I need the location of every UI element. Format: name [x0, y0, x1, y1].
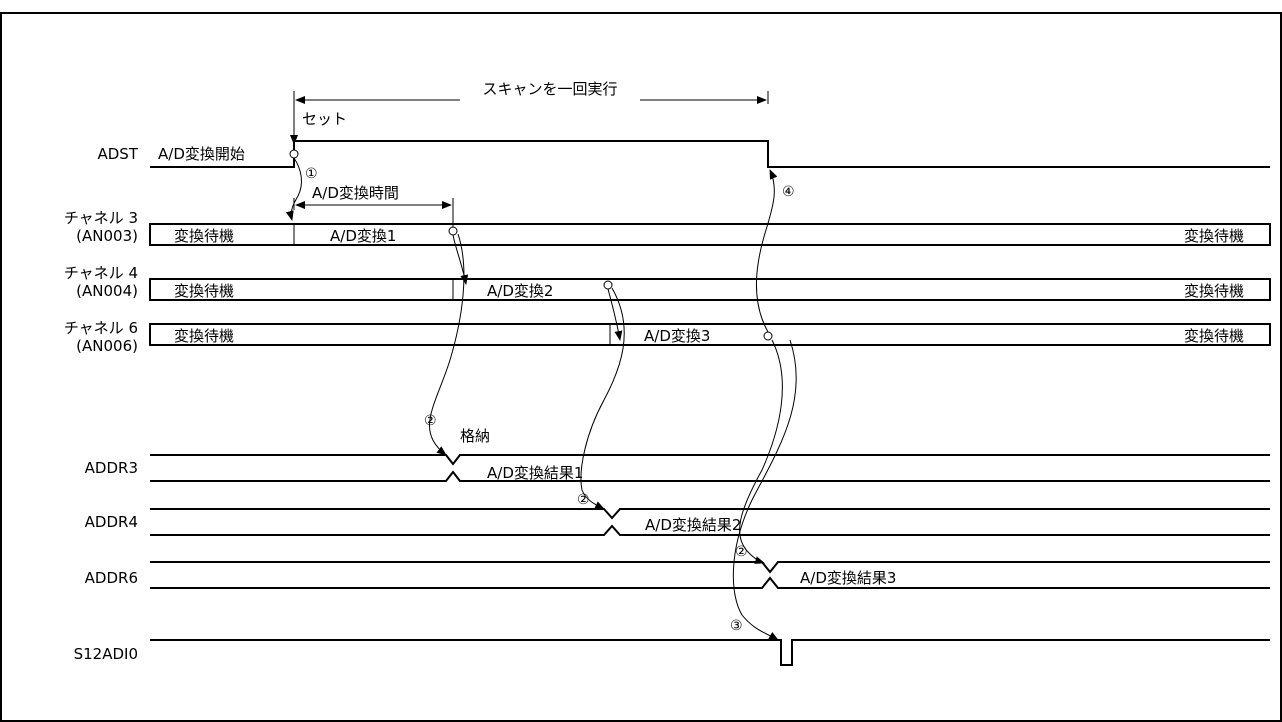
addr6-result: A/D変換結果3: [800, 569, 896, 587]
scan-once-label: スキャンを一回実行: [482, 80, 617, 98]
ch4-conv2: A/D変換2: [487, 282, 553, 300]
ch3-track: [149, 223, 1271, 246]
diagram-frame: [0, 12, 1282, 722]
addr6-label: ADDR6: [85, 569, 138, 587]
adst-waveform: [150, 140, 1270, 168]
addr6-upper-line: [150, 561, 1270, 574]
ch6-conv3: A/D変換3: [644, 327, 710, 345]
ch4-standby-right: 変換待機: [1184, 282, 1244, 300]
addr4-result: A/D変換結果2: [645, 516, 741, 534]
ch6-standby-right: 変換待機: [1184, 327, 1244, 345]
s12adi0-label: S12ADI0: [74, 645, 138, 663]
adst-trigger-point: [289, 149, 299, 159]
set-label: セット: [302, 110, 347, 128]
ch6-end-point: [763, 331, 773, 341]
ch3-standby-left: 変換待機: [174, 227, 234, 245]
curve-ch6-to-addr6: [739, 339, 783, 564]
addr3-lower-line: [150, 470, 1270, 482]
marker-2-addr4: ②: [577, 492, 590, 508]
addr3-label: ADDR3: [85, 459, 138, 477]
arrow-ch3-to-ch4: [452, 234, 469, 285]
ad-time-label: A/D変換時間: [312, 184, 399, 202]
ch3-name-label: チャネル 3: [64, 209, 138, 227]
ch4-track: [149, 278, 1271, 301]
ch6-track: [149, 323, 1271, 346]
marker-1: ①: [305, 166, 318, 182]
ch3-end-point: [448, 226, 458, 236]
adst-label: ADST: [98, 145, 139, 163]
ch6-standby-left: 変換待機: [174, 327, 234, 345]
curve-to-s12adi0: [732, 339, 797, 641]
ch4-standby-left: 変換待機: [174, 282, 234, 300]
curve-ch6-to-adst: [755, 169, 778, 333]
addr4-lower-line: [150, 524, 1270, 536]
ch3-conv1: A/D変換1: [330, 227, 396, 245]
marker-2-addr3: ②: [424, 413, 437, 429]
addr4-label: ADDR4: [85, 513, 138, 531]
marker-2-addr6: ②: [735, 544, 748, 560]
ch6-pin-label: (AN006): [76, 337, 138, 355]
addr6-lower-line: [150, 576, 1270, 589]
curve-ch4-to-addr4: [580, 287, 625, 510]
store-label: 格納: [460, 427, 490, 445]
addr3-result: A/D変換結果1: [487, 464, 583, 482]
ch4-end-point: [603, 280, 613, 290]
curve-ch3-to-addr3: [429, 233, 465, 456]
ch3-standby-right: 変換待機: [1184, 227, 1244, 245]
adst-start-label: A/D変換開始: [158, 145, 245, 163]
s12adi0-waveform: [150, 639, 1270, 666]
addr3-upper-line: [150, 454, 1270, 466]
ch6-name-label: チャネル 6: [64, 319, 138, 337]
marker-3: ③: [730, 618, 743, 634]
ch3-pin-label: (AN003): [76, 227, 138, 245]
arrow-ch4-to-ch6: [607, 288, 623, 341]
ch4-pin-label: (AN004): [76, 282, 138, 300]
curve-adst-to-ch3: [285, 157, 302, 221]
addr4-upper-line: [150, 508, 1270, 520]
ch4-name-label: チャネル 4: [64, 264, 138, 282]
marker-4: ④: [782, 184, 795, 200]
